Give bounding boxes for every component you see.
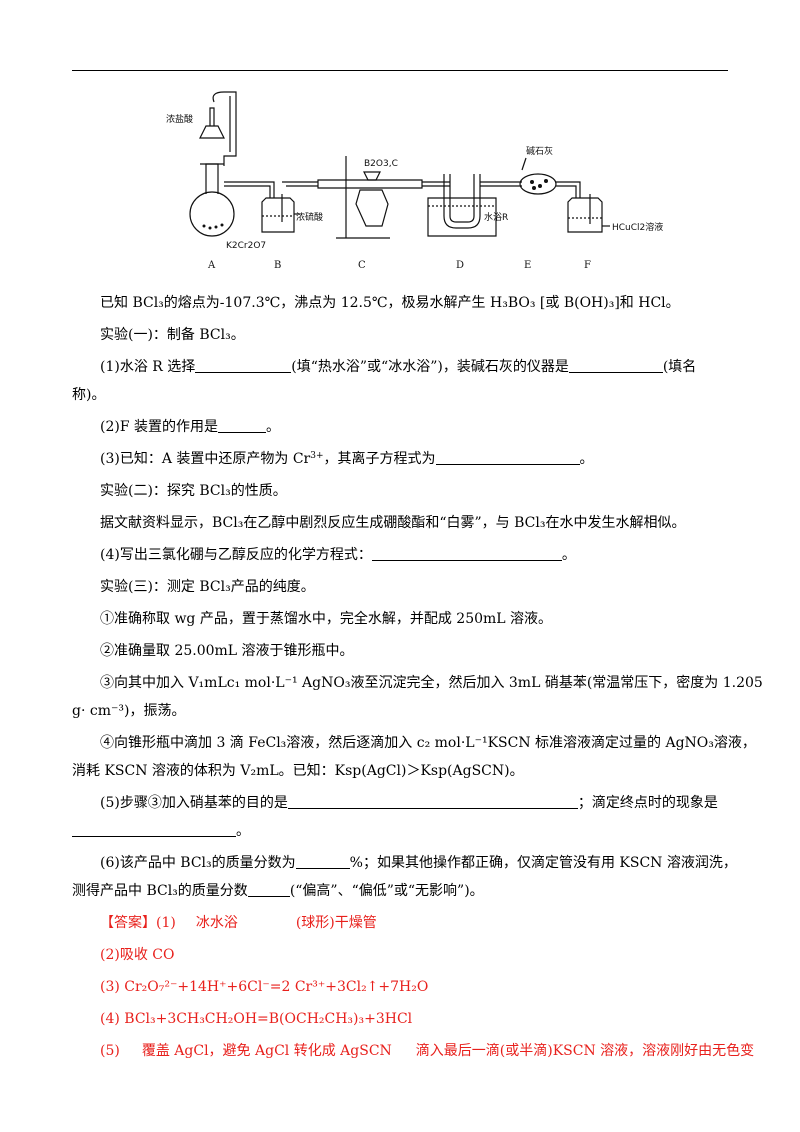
u-tube-d xyxy=(443,174,481,229)
question-5: (5)步骤③加入硝基苯的目的是 ；滴定终点时的现象是 xyxy=(100,794,718,812)
header-rule xyxy=(72,70,728,71)
letter-e: E xyxy=(524,260,531,271)
q3-text-a: (3)已知：A 装置中还原产物为 Cr xyxy=(100,451,311,467)
step-4: ④向锥形瓶中滴加 3 滴 FeCl₃溶液，然后逐滴加入 c₂ mol·L⁻¹KS… xyxy=(100,735,756,751)
answer-5-part-2: 滴入最后一滴(或半滴)KSCN 溶液，溶液刚好由无色变 xyxy=(415,1043,755,1059)
answer-3: (3) Cr₂O₇²⁻+14H⁺+6Cl⁻=2 Cr³⁺+3Cl₂↑+7H₂O xyxy=(100,979,429,995)
answer-1: 【答案】(1) 冰水浴 (球形)干燥管 xyxy=(100,914,377,932)
letter-a: A xyxy=(207,260,216,271)
answer-tag: 【答案】(1) xyxy=(100,915,176,931)
q6-text-b: %；如果其他操作都正确，仅滴定管没有用 KSCN 溶液润洗， xyxy=(349,855,737,871)
question-4: (4)写出三氯化硼与乙醇反应的化学方程式： 。 xyxy=(100,546,576,564)
q1-text-b: (填“热水浴”或“冰水浴”)，装碱石灰的仪器是 xyxy=(291,359,569,375)
answer-5-part-1: 覆盖 AgCl，避免 AgCl 转化成 AgSCN xyxy=(141,1043,392,1059)
answer-1-part-2: (球形)干燥管 xyxy=(295,915,377,931)
q6-text-c: 测得产品中 BCl₃的质量分数 xyxy=(72,883,248,899)
q5-text-a: (5)步骤③加入硝基苯的目的是 xyxy=(100,795,288,811)
step-3: ③向其中加入 V₁mLc₁ mol·L⁻¹ AgNO₃液至沉淀完全，然后加入 3… xyxy=(100,675,763,691)
question-1: (1)水浴 R 选择 (填“热水浴”或“冰水浴”)，装碱石灰的仪器是 (填名 xyxy=(100,358,696,376)
q6-text-a: (6)该产品中 BCl₃的质量分数为 xyxy=(100,855,296,871)
answer-blank xyxy=(247,882,290,897)
experiment-1-heading: 实验(一)：制备 BCl₃。 xyxy=(100,327,245,343)
q3-charge: 3+ xyxy=(310,451,324,461)
answer-blank xyxy=(371,546,562,561)
question-2: (2)F 装置的作用是 。 xyxy=(100,418,280,436)
q5-text-b: ；滴定终点时的现象是 xyxy=(577,795,718,811)
answer-2: (2)吸收 CO xyxy=(100,947,175,963)
label-conc-h2so4: 浓硫酸 xyxy=(296,211,323,223)
q2-text-b: 。 xyxy=(266,419,280,435)
answer-1-part-1: 冰水浴 xyxy=(195,915,238,931)
q3-text-b: ，其离子方程式为 xyxy=(323,451,436,467)
q1-continued: 称)。 xyxy=(72,387,106,403)
label-k2cr2o7: K2Cr2O7 xyxy=(226,241,266,251)
q5-text-c: 。 xyxy=(236,823,250,839)
q3-text-c: 。 xyxy=(579,451,594,467)
water-bath xyxy=(427,197,497,237)
answer-5-tag: (5) xyxy=(100,1043,120,1059)
letter-c: C xyxy=(358,260,366,271)
bottle-f xyxy=(567,197,603,233)
label-conc-hcl: 浓盐酸 xyxy=(166,113,193,125)
step-4-continued: 消耗 KSCN 溶液的体积为 V₂mL。已知：Ksp(AgCl)＞Ksp(AgS… xyxy=(72,763,524,779)
answer-4: (4) BCl₃+3CH₃CH₂OH=B(OCH₂CH₃)₃+3HCl xyxy=(100,1011,413,1027)
answer-blank xyxy=(218,418,266,433)
question-3: (3)已知：A 装置中还原产物为 Cr3+，其离子方程式为 。 xyxy=(100,450,594,468)
answer-blank xyxy=(295,854,350,869)
letter-f: F xyxy=(584,260,591,271)
experiment-3-heading: 实验(三)：测定 BCl₃产品的纯度。 xyxy=(100,579,315,595)
answer-blank xyxy=(287,794,578,809)
question-6: (6)该产品中 BCl₃的质量分数为 %；如果其他操作都正确，仅滴定管没有用 KS… xyxy=(100,854,737,872)
q6-continued: 测得产品中 BCl₃的质量分数 (“偏高”、“偏低”或“无影响”)。 xyxy=(72,882,484,900)
bottle-b xyxy=(261,197,295,233)
q4-text-a: (4)写出三氯化硼与乙醇反应的化学方程式： xyxy=(100,547,372,563)
q4-text-b: 。 xyxy=(561,547,576,563)
experiment-2-heading: 实验(二)：探究 BCl₃的性质。 xyxy=(100,483,287,499)
flask-a xyxy=(189,191,235,237)
label-b2o3-c: B2O3,C xyxy=(364,159,398,169)
letter-d: D xyxy=(456,260,464,271)
step-3-continued: g· cm⁻³)，振荡。 xyxy=(72,703,186,719)
letter-b: B xyxy=(274,260,281,271)
answer-5: (5) 覆盖 AgCl，避免 AgCl 转化成 AgSCN 滴入最后一滴(或半滴)K… xyxy=(100,1042,754,1060)
known-info: 已知 BCl₃的熔点为-107.3℃，沸点为 12.5℃，极易水解产生 H₃BO… xyxy=(100,295,680,311)
apparatus-diagram: 浓盐酸 K2Cr2O7 浓硫酸 B2O3,C 水浴R 碱石灰 HCuCl2溶液 … xyxy=(166,91,663,271)
label-soda-lime: 碱石灰 xyxy=(526,145,553,157)
q1-text-c: (填名 xyxy=(662,359,697,375)
literature-note: 据文献资料显示，BCl₃在乙醇中剧烈反应生成硼酸酯和“白雾”，与 BCl₃在水中… xyxy=(100,515,686,531)
answer-blank xyxy=(195,358,292,373)
q1-text-a: (1)水浴 R 选择 xyxy=(100,359,196,375)
step-1: ①准确称取 wg 产品，置于蒸馏水中，完全水解，并配成 250mL 溶液。 xyxy=(100,611,553,627)
q2-text-a: (2)F 装置的作用是 xyxy=(100,419,218,435)
answer-blank xyxy=(435,450,580,465)
answer-blank xyxy=(568,358,663,373)
step-2: ②准确量取 25.00mL 溶液于锥形瓶中。 xyxy=(100,643,354,659)
label-hcucl2: HCuCl2溶液 xyxy=(612,221,663,233)
tube-c xyxy=(317,179,423,189)
label-water-bath: 水浴R xyxy=(484,211,508,223)
drying-tube-e xyxy=(519,173,557,195)
q5-continued: 。 xyxy=(72,822,250,840)
answer-blank xyxy=(72,822,236,837)
q6-text-d: (“偏高”、“偏低”或“无影响”)。 xyxy=(289,883,484,899)
